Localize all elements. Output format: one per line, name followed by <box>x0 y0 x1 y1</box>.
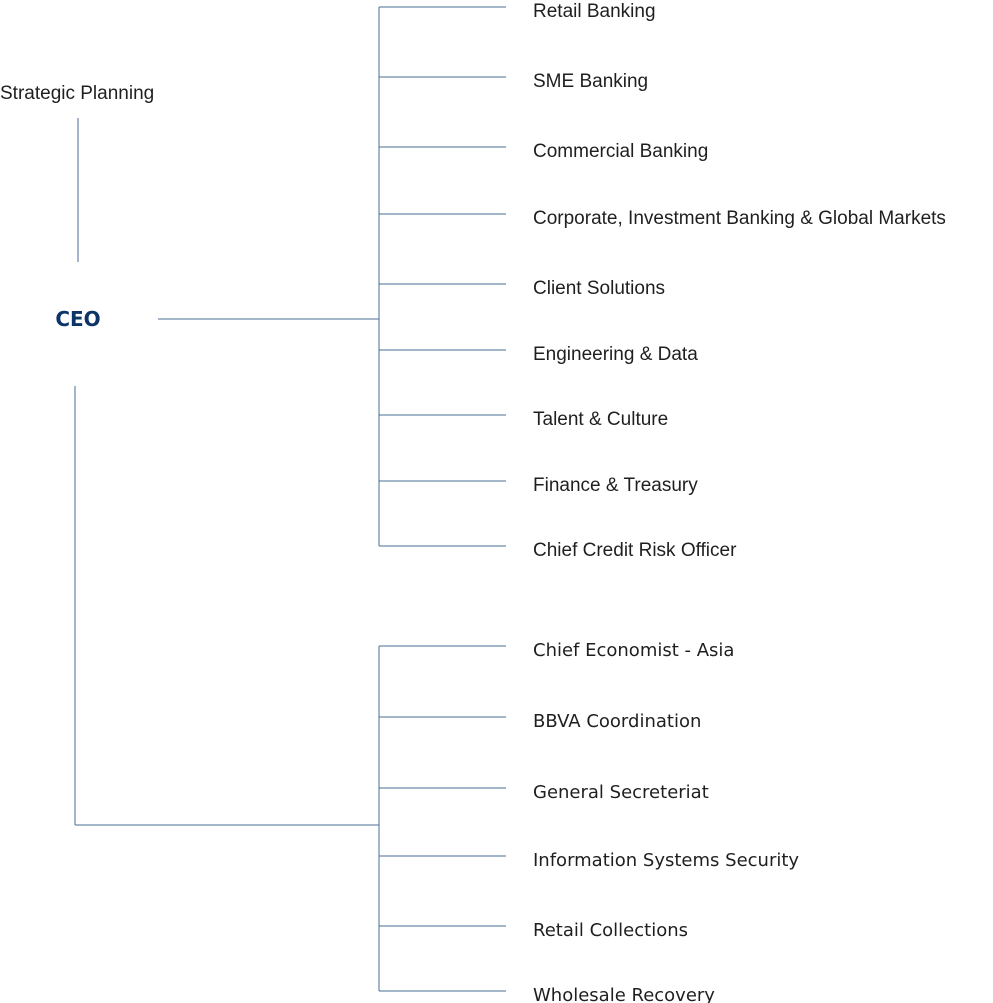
top-group-node-label: Chief Credit Risk Officer <box>533 540 737 561</box>
top-group-node-label: Engineering & Data <box>533 344 698 365</box>
top-group-node-label: Talent & Culture <box>533 409 668 430</box>
bottom-group-node-label: Information Systems Security <box>533 850 799 871</box>
bottom-group-node-label: Retail Collections <box>533 920 688 941</box>
top-group-node-label: Commercial Banking <box>533 141 708 162</box>
top-group-node-label: Corporate, Investment Banking & Global M… <box>533 208 946 229</box>
ceo-label: CEO <box>55 307 100 331</box>
bottom-group-node-label: General Secreteriat <box>533 782 709 803</box>
strategic-planning-label: Strategic Planning <box>0 83 154 104</box>
top-group-node-label: Finance & Treasury <box>533 475 698 496</box>
bottom-group-node-label: Chief Economist - Asia <box>533 640 734 661</box>
bottom-group-node-label: Wholesale Recovery <box>533 985 715 1003</box>
top-group-node-label: Retail Banking <box>533 1 656 22</box>
bottom-group-node-label: BBVA Coordination <box>533 711 701 732</box>
top-group-node-label: Client Solutions <box>533 278 665 299</box>
top-group-node-label: SME Banking <box>533 71 648 92</box>
